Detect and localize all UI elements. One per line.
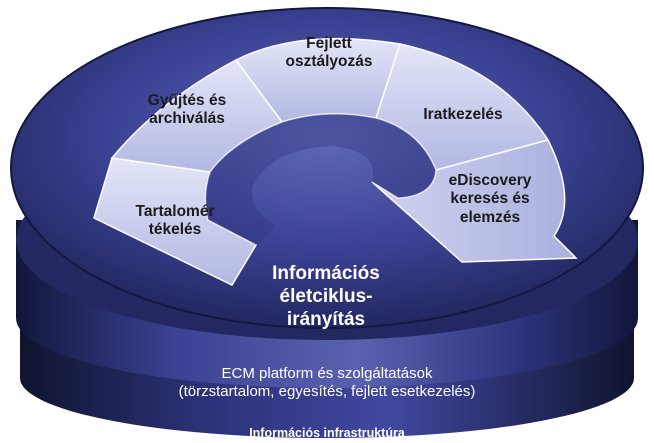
segment-label-line: Gyűjtés és	[147, 92, 227, 109]
segment-label-classify: Fejlett osztályozás	[270, 35, 388, 72]
segment-label-ediscovery: eDiscovery keresés és elemzés	[428, 172, 552, 227]
center-label-line: irányítás	[286, 308, 366, 330]
center-label: Információs életciklus- irányítás	[236, 263, 416, 331]
segment-label-line: Fejlett	[306, 35, 352, 52]
segment-label-line: Iratkezelés	[423, 106, 503, 123]
segment-label-line: keresés és	[450, 190, 530, 208]
platform-label: ECM platform és szolgáltatások (törzstar…	[110, 365, 544, 400]
center-label-line: életciklus-	[279, 285, 373, 307]
platform-label-line: ECM platform és szolgáltatások	[221, 365, 433, 382]
segment-label-capacity: Tartalomér tékelés	[116, 203, 234, 240]
center-label-line: Információs	[272, 263, 380, 284]
segment-label-line: tékelés	[148, 221, 202, 239]
segment-label-line: osztályozás	[285, 53, 373, 71]
segment-label-line: eDiscovery	[448, 172, 532, 189]
segment-label-collect: Gyűjtés és archiválás	[128, 92, 246, 129]
segment-label-line: Tartalomér	[135, 203, 215, 220]
segment-label-line: archiválás	[149, 110, 225, 128]
infrastructure-label: Információs infrastruktúra	[249, 426, 405, 440]
platform-label-line: (törzstartalom, egyesítés, fejlett esetk…	[178, 382, 476, 400]
segment-label-records: Iratkezelés	[404, 106, 522, 124]
segment-ediscovery	[371, 139, 578, 263]
segment-label-line: elemzés	[459, 208, 521, 226]
